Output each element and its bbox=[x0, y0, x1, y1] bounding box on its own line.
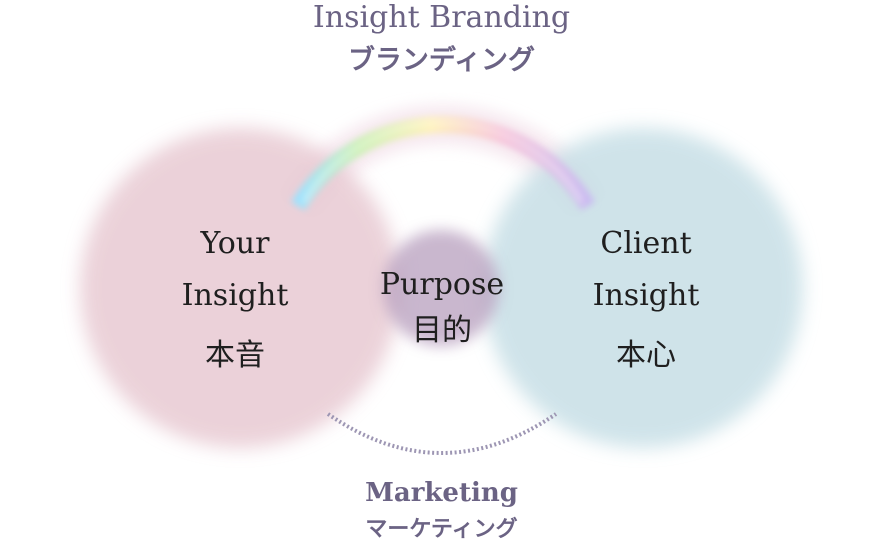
your-insight-line: Your bbox=[200, 226, 270, 261]
client-insight-line: 本心 bbox=[616, 338, 676, 373]
your-insight-circle bbox=[80, 128, 400, 448]
branding-title: Insight Branding bbox=[312, 0, 571, 35]
purpose-circle bbox=[383, 230, 499, 346]
branding-title-japanese: ブランディング bbox=[347, 45, 536, 76]
your-insight-line: 本音 bbox=[205, 338, 265, 373]
client-insight-line: Insight bbox=[592, 278, 700, 313]
client-insight-line: Client bbox=[600, 226, 692, 261]
your-insight-line: Insight bbox=[181, 278, 289, 313]
purpose-label: Purpose 目的 bbox=[342, 262, 542, 354]
marketing-dotted-arc bbox=[326, 412, 558, 455]
purpose-line: Purpose bbox=[379, 267, 505, 302]
branding-rainbow-arc bbox=[291, 116, 595, 211]
marketing-label-japanese: マーケティング bbox=[365, 516, 518, 542]
purpose-line: 目的 bbox=[412, 313, 472, 348]
marketing-label: Marketing bbox=[365, 478, 518, 508]
your-insight-label: Your Insight 本音 bbox=[135, 218, 335, 382]
client-insight-label: Client Insight 本心 bbox=[546, 218, 746, 382]
client-insight-circle bbox=[483, 128, 803, 448]
